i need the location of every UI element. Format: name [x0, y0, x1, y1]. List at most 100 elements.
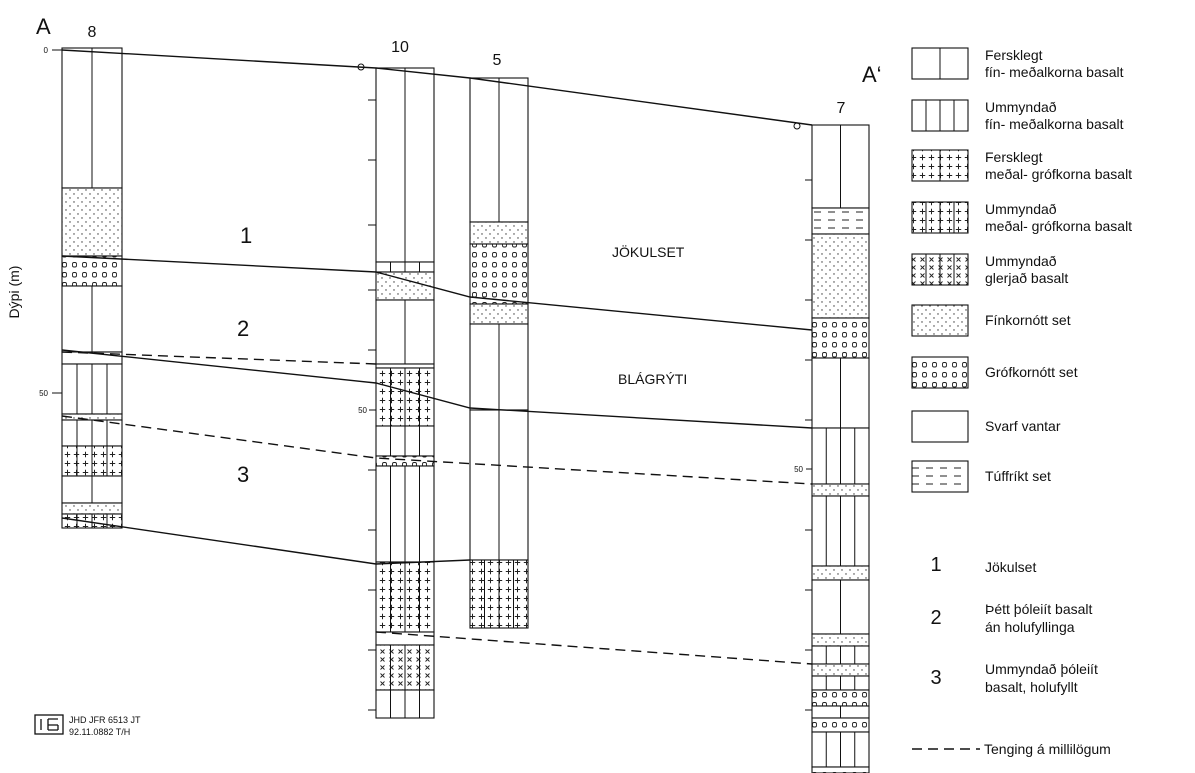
well-10-interval-7	[375, 455, 435, 467]
well-7-interval-15	[811, 705, 870, 719]
legend-swatch-altered_coarse	[911, 201, 969, 234]
tick-label-0: 0	[44, 46, 49, 55]
basalt-unit-label: BLÁGRÝTI	[618, 371, 687, 387]
drawing-stamp: JHD JFR 6513 JT 92.11.0882 T/H	[34, 714, 141, 737]
well-5-column	[469, 77, 529, 629]
well-7-column	[811, 124, 870, 773]
tick-label-50-well7: 50	[794, 465, 803, 474]
well-7-interval-14	[811, 689, 870, 707]
well-5-interval-6	[469, 559, 529, 629]
legend-text-glassy-2: glerjað basalt	[985, 270, 1068, 286]
zone-2-base-line	[61, 349, 813, 429]
well-5-interval-2	[469, 243, 529, 305]
well-7-interval-12	[811, 663, 870, 677]
legend-text-altered_fine-2: fín- meðalkorna basalt	[985, 116, 1124, 132]
legend-text-fresh_coarse: Fersklegt	[985, 149, 1043, 165]
legend-swatch-fresh_coarse	[911, 149, 969, 182]
well-8-interval-10	[61, 502, 123, 515]
legend-text-fresh_fine: Fersklegt	[985, 47, 1043, 63]
well-7-interval-11	[811, 645, 870, 665]
well-7-interval-2	[811, 233, 870, 319]
well-8-column	[61, 47, 123, 529]
legend-swatch-coarse_sed	[911, 356, 969, 389]
stamp-line-1: JHD JFR 6513 JT	[69, 715, 141, 725]
well-7-interval-1	[811, 207, 870, 235]
well-10-interval-0	[375, 67, 435, 263]
well-7-interval-4	[811, 357, 870, 429]
well-8-interval-9	[61, 475, 123, 504]
well-8-interval-5	[61, 363, 123, 415]
well-8-interval-8	[61, 445, 123, 477]
tick-label-50-well8: 50	[39, 389, 48, 398]
well-8-interval-3	[61, 285, 123, 353]
well-7-title: 7	[837, 100, 846, 117]
legend-swatch-tuff	[911, 460, 969, 493]
zone-3-base-line	[61, 517, 471, 565]
well-10-interval-8	[375, 465, 435, 563]
well-8-title: 8	[88, 24, 97, 41]
well-5-interval-5	[469, 409, 529, 561]
well-10-interval-3	[375, 299, 435, 365]
legend-unit-number-1: 1	[930, 554, 941, 576]
legend-unit-number-3: 3	[930, 667, 941, 689]
legend-text-altered_coarse: Ummyndað	[985, 201, 1057, 217]
well-7-interval-8	[811, 565, 870, 581]
well-7-interval-17	[811, 731, 870, 768]
well-5-interval-1	[469, 221, 529, 245]
well-5-title: 5	[493, 52, 502, 69]
glacial-unit-label: JÖKULSET	[612, 243, 685, 260]
tick-label-50-well10: 50	[358, 406, 367, 415]
well-10-interval-2	[375, 271, 435, 301]
legend-swatch-fresh_fine	[911, 47, 969, 80]
legend-correlation-entry: Tenging á millilögum	[912, 741, 1111, 757]
well-8-interval-1	[61, 187, 123, 257]
legend-text-coarse_sed: Grófkornótt set	[985, 364, 1078, 380]
section-start-label: A	[36, 14, 51, 39]
well-10-column	[375, 67, 435, 719]
well-10-interval-10	[375, 631, 435, 646]
section-end-label: A‘	[862, 62, 882, 87]
well-8-interval-2	[61, 255, 123, 287]
well-7-interval-13	[811, 675, 870, 691]
well-10-interval-11	[375, 644, 435, 691]
well-7-interval-6	[811, 483, 870, 497]
legend-swatch-glassy	[911, 253, 969, 286]
stamp-logo-icon	[34, 714, 64, 735]
stamp-line-2: 92.11.0882 T/H	[69, 727, 130, 737]
legend-text-fresh_coarse-2: meðal- grófkorna basalt	[985, 166, 1132, 182]
legend-text-fresh_fine-2: fín- meðalkorna basalt	[985, 64, 1124, 80]
well-8-interval-7	[61, 419, 123, 447]
well-5-interval-3	[469, 303, 529, 325]
zone-2-label: 2	[237, 316, 249, 341]
well-10-interval-5	[375, 367, 435, 427]
well-10-wellhead-marker	[357, 63, 365, 71]
legend-unit-number-2: 2	[930, 607, 941, 629]
depth-axis-label: Dýpi (m)	[6, 266, 22, 319]
legend-unit-text-2: Þétt þóleiít basalt	[985, 601, 1093, 617]
legend-unit-text-2-2: án holufyllinga	[985, 619, 1075, 635]
well-7-interval-0	[811, 124, 870, 209]
well-5-interval-0	[469, 77, 529, 223]
well-7-interval-9	[811, 579, 870, 635]
well-7-interval-3	[811, 317, 870, 359]
legend-unit-text-3-2: basalt, holufyllt	[985, 679, 1078, 695]
well-8-interval-0	[61, 47, 123, 189]
well-10-title: 10	[391, 39, 409, 56]
legend-text-glassy: Ummyndað	[985, 253, 1057, 269]
zone-1-label: 1	[240, 223, 252, 248]
legend-text-altered_fine: Ummyndað	[985, 99, 1057, 115]
legend-unit-text-3: Ummyndað þóleiít	[985, 661, 1098, 677]
well-7-interval-5	[811, 427, 870, 485]
well-7-wellhead-marker	[793, 122, 801, 130]
interbed-dashed-line-2	[61, 415, 813, 485]
well-10-interval-12	[375, 689, 435, 719]
interbed-dashed-line-3	[375, 631, 813, 665]
well-10-interval-9	[375, 561, 435, 633]
legend-text-missing: Svarf vantar	[985, 418, 1061, 434]
well-7-interval-7	[811, 495, 870, 567]
legend-swatch-fine_sed	[911, 304, 969, 337]
legend-text-altered_coarse-2: meðal- grófkorna basalt	[985, 218, 1132, 234]
